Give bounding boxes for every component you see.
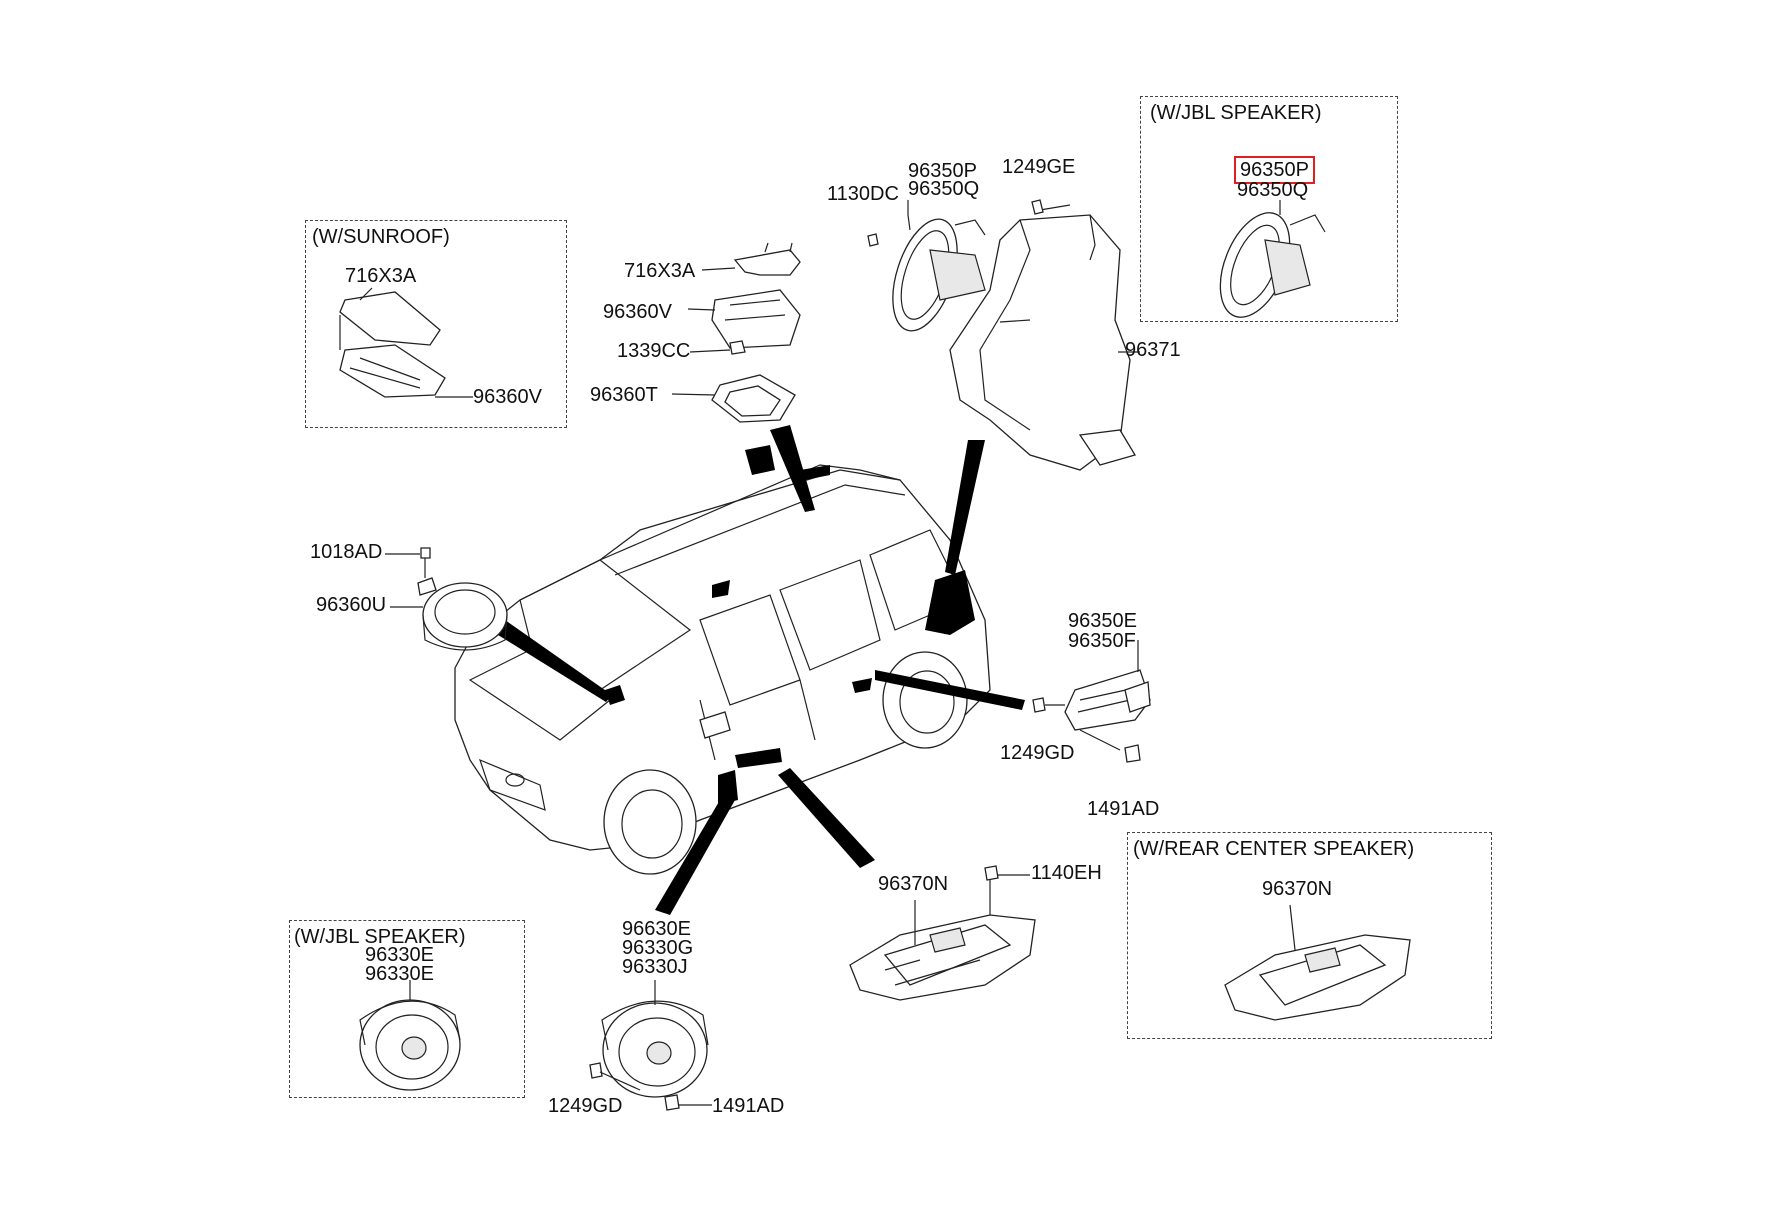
label-1249ge[interactable]: 1249GE bbox=[1002, 156, 1076, 178]
jbl-speaker-bottom bbox=[359, 980, 461, 1091]
label-716x3a-sunroof[interactable]: 716X3A bbox=[345, 265, 417, 287]
label-716x3a[interactable]: 716X3A bbox=[624, 260, 696, 282]
label-96330j[interactable]: 96330J bbox=[622, 956, 688, 978]
label-96350p-jbl-highlighted[interactable]: 96350P bbox=[1234, 156, 1315, 184]
label-96350p[interactable]: 96350P bbox=[908, 160, 977, 182]
jbl-bottom-group-box bbox=[289, 920, 525, 1098]
sunroof-box-title: (W/SUNROOF) bbox=[312, 226, 450, 248]
label-96330e-jbl-2[interactable]: 96330E bbox=[365, 963, 434, 985]
label-96350f[interactable]: 96350F bbox=[1068, 630, 1136, 652]
amplifier-rear-center bbox=[1224, 904, 1411, 1021]
label-1249gd-bottom[interactable]: 1249GD bbox=[548, 1095, 623, 1117]
pointer-wedges bbox=[490, 425, 1025, 915]
tweeter-96360u bbox=[385, 547, 508, 651]
label-1140eh[interactable]: 1140EH bbox=[1031, 862, 1102, 884]
jbl-bottom-box-title: (W/JBL SPEAKER) bbox=[294, 926, 466, 948]
door-speaker-top bbox=[867, 200, 986, 332]
jbl-top-group-box bbox=[1140, 96, 1398, 322]
jbl-speaker-top bbox=[1219, 200, 1326, 318]
label-1491ad-bottom[interactable]: 1491AD bbox=[712, 1095, 785, 1117]
subwoofer-enclosure bbox=[949, 199, 1140, 471]
label-96360v-sunroof[interactable]: 96360V bbox=[473, 386, 542, 408]
amplifier-96370n bbox=[849, 865, 1036, 1001]
label-96330g[interactable]: 96330G bbox=[622, 937, 694, 959]
label-96370n-rear[interactable]: 96370N bbox=[1262, 878, 1333, 900]
label-1491ad-right[interactable]: 1491AD bbox=[1087, 798, 1160, 820]
label-96350e[interactable]: 96350E bbox=[1068, 610, 1137, 632]
sunroof-parts bbox=[339, 287, 473, 398]
jbl-top-box-title: (W/JBL SPEAKER) bbox=[1150, 102, 1322, 124]
label-96371[interactable]: 96371 bbox=[1125, 339, 1181, 361]
label-1130dc[interactable]: 1130DC bbox=[827, 183, 899, 205]
label-96330e-jbl-1[interactable]: 96330E bbox=[365, 944, 434, 966]
rear-speaker-96350e bbox=[1032, 640, 1151, 763]
overhead-bracket-group bbox=[671, 242, 801, 423]
label-96350q-jbl[interactable]: 96350Q bbox=[1237, 179, 1309, 201]
label-96360v[interactable]: 96360V bbox=[603, 301, 672, 323]
rear-center-box-title: (W/REAR CENTER SPEAKER) bbox=[1133, 838, 1415, 860]
label-96360t[interactable]: 96360T bbox=[590, 384, 658, 406]
label-96350q[interactable]: 96350Q bbox=[908, 178, 980, 200]
sunroof-group-box bbox=[305, 220, 567, 428]
label-1249gd-right[interactable]: 1249GD bbox=[1000, 742, 1075, 764]
label-1339cc[interactable]: 1339CC bbox=[617, 340, 691, 362]
door-speaker-bottom bbox=[589, 980, 712, 1111]
rear-center-group-box bbox=[1127, 832, 1492, 1039]
label-96360u[interactable]: 96360U bbox=[316, 594, 387, 616]
label-96630e[interactable]: 96630E bbox=[622, 918, 691, 940]
label-96370n[interactable]: 96370N bbox=[878, 873, 949, 895]
label-1018ad[interactable]: 1018AD bbox=[310, 541, 383, 563]
